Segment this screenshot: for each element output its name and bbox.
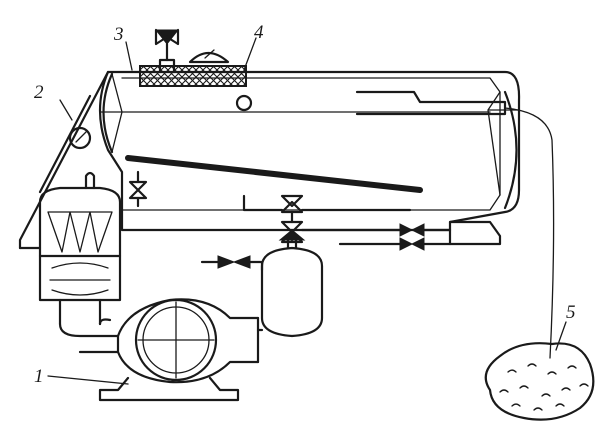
insulation-block — [139, 65, 247, 87]
leader-compressor — [47, 375, 129, 385]
label-frame: 2 — [34, 82, 44, 103]
label-insulation: 4 — [254, 22, 264, 43]
sight-glass — [235, 94, 253, 112]
leader-insulation — [243, 37, 257, 71]
top-cap-mark — [204, 49, 215, 59]
sensor-line — [504, 107, 555, 359]
leader-vessel — [125, 41, 133, 71]
right-nozzle — [355, 90, 507, 116]
leader-material — [555, 321, 567, 351]
compressor — [58, 298, 260, 402]
leader-frame — [59, 99, 73, 121]
top-inlet-valve — [154, 28, 180, 74]
receiver-inlet-valve — [200, 255, 264, 272]
label-compressor: 1 — [34, 366, 44, 387]
material-pile — [484, 342, 595, 421]
right-valve-manifold — [300, 223, 452, 251]
heating-element — [125, 155, 423, 193]
receiver-feed-valves — [242, 194, 412, 244]
label-material: 5 — [566, 302, 576, 323]
receiver-tank — [256, 238, 324, 338]
horizontal-vessel — [98, 70, 521, 246]
support-frame — [18, 70, 110, 250]
label-vessel: 3 — [113, 24, 124, 45]
drain-valve — [128, 170, 148, 208]
condenser-tower — [38, 171, 122, 326]
pressure-gauge — [68, 126, 92, 150]
